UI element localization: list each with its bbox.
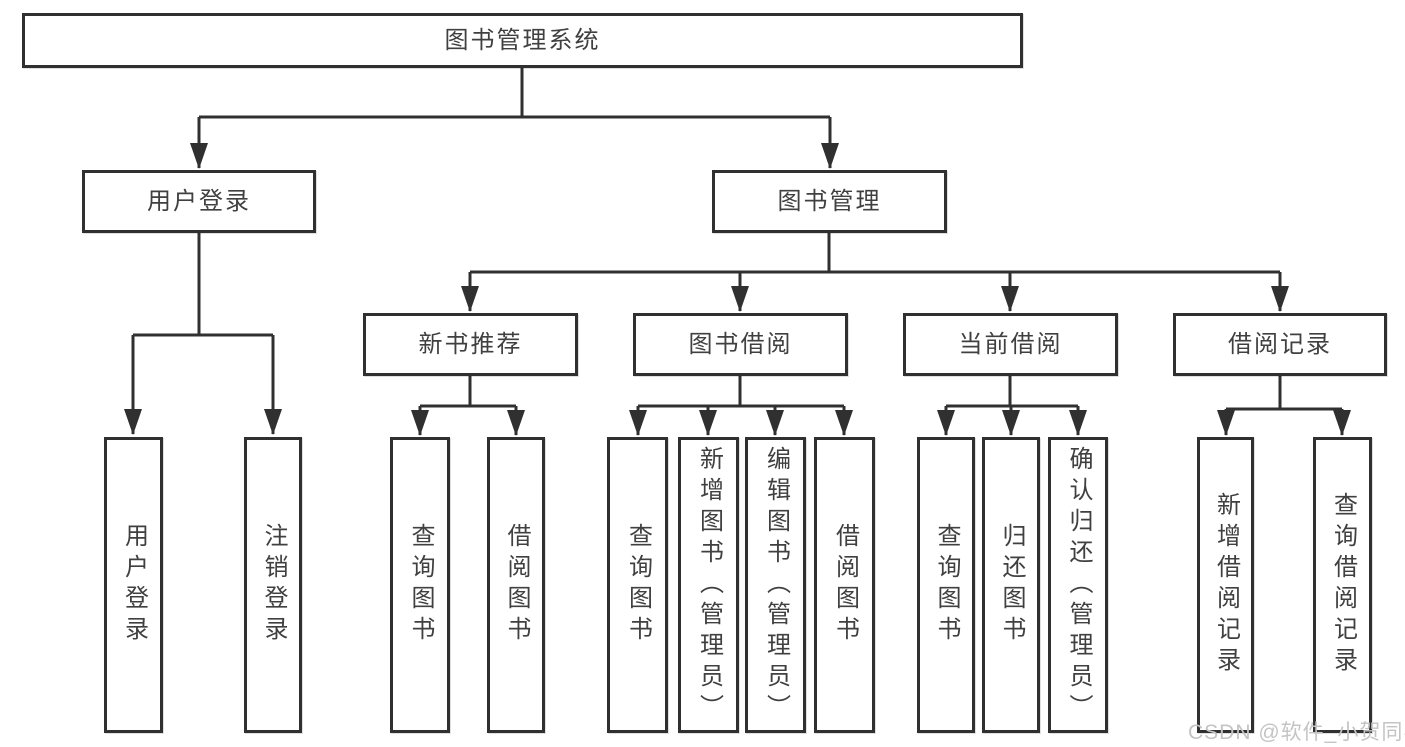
node-label: 借阅记录	[1228, 330, 1332, 358]
node-label: 图书管理系统	[444, 26, 601, 54]
node-label: 查询图书	[933, 523, 960, 647]
leaf-edit-book-admin: 编辑图书（管理员）	[745, 437, 806, 733]
node-label: 归还图书	[998, 523, 1025, 647]
node-label: 确认归还（管理员）	[1065, 445, 1092, 725]
node-user-login: 用户登录	[82, 170, 316, 233]
node-label: 编辑图书（管理员）	[762, 445, 790, 725]
node-label: 注销登录	[260, 523, 287, 647]
connector-user-login-to-leaves	[124, 233, 282, 435]
leaf-borrow-books-recommend: 借阅图书	[487, 437, 545, 733]
leaf-user-login: 用户登录	[104, 437, 163, 733]
leaf-query-books-current: 查询图书	[917, 437, 975, 733]
connector-book-borrowing-to-leaves	[629, 376, 853, 436]
leaf-query-borrow-record: 查询借阅记录	[1313, 437, 1372, 733]
node-label: 用户登录	[147, 187, 251, 215]
leaf-logout: 注销登录	[244, 437, 302, 733]
connector-new-book-recommend-to-leaves	[411, 376, 525, 436]
node-label: 借阅图书	[503, 523, 530, 647]
connector-current-borrowing-to-leaves	[937, 376, 1087, 436]
node-label: 图书管理	[777, 187, 882, 215]
node-root: 图书管理系统	[22, 13, 1023, 68]
watermark: CSDN @软件_小贺同学	[1188, 721, 1405, 744]
node-current-borrowing: 当前借阅	[903, 313, 1118, 376]
leaf-confirm-return-admin: 确认归还（管理员）	[1048, 437, 1108, 733]
node-book-management: 图书管理	[712, 170, 947, 233]
node-label: 查询借阅记录	[1329, 492, 1357, 678]
connector-root-to-level2	[190, 68, 839, 169]
node-new-book-recommend: 新书推荐	[363, 313, 578, 376]
node-book-borrowing: 图书借阅	[633, 313, 848, 376]
leaf-query-books-recommend: 查询图书	[390, 437, 450, 733]
node-label: 查询图书	[624, 523, 652, 647]
connector-borrow-records-to-leaves	[1217, 376, 1351, 436]
leaf-add-book-admin: 新增图书（管理员）	[678, 437, 739, 733]
node-label: 新增图书（管理员）	[695, 445, 723, 725]
connector-book-management-to-level3	[461, 233, 1289, 312]
leaf-query-books-borrowing: 查询图书	[607, 437, 668, 733]
node-label: 新书推荐	[418, 330, 523, 358]
leaf-return-book: 归还图书	[982, 437, 1040, 733]
leaf-add-borrow-record: 新增借阅记录	[1197, 437, 1254, 733]
node-label: 查询图书	[407, 523, 434, 647]
node-borrow-records: 借阅记录	[1173, 313, 1387, 376]
node-label: 用户登录	[120, 523, 148, 647]
node-label: 当前借阅	[958, 330, 1063, 358]
node-label: 借阅图书	[831, 523, 859, 647]
leaf-borrow-books-borrowing: 借阅图书	[814, 437, 875, 733]
node-label: 新增借阅记录	[1212, 492, 1240, 678]
node-label: 图书借阅	[688, 330, 793, 358]
